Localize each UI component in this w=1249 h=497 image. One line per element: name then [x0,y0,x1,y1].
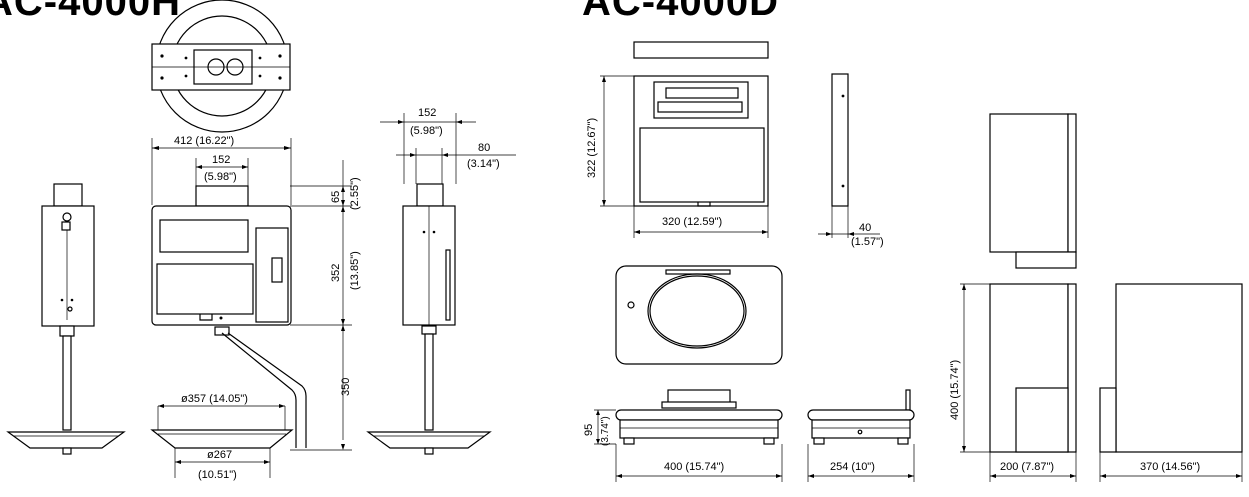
dim-h-head-height: 65 (2.55") 352 (13.85") 350 [290,160,361,451]
dim-label-400-tall: 400 (15.74") [949,360,961,420]
dim-label-320: 320 (12.59") [662,216,722,228]
h-right-side-view: 152 (5.98") 80 (3.14") [366,107,516,455]
h-front-view [151,185,307,448]
d-platform-top [615,265,783,365]
dim-label-95: 95 [583,424,595,436]
dim-label-357: ø357 (14.05") [181,393,248,405]
d-tall-side-upper [989,113,1077,269]
dim-label-65-in: (2.55") [349,177,361,210]
model-title-h: AC-4000H [0,0,181,24]
d-front-view: 322 (12.67") 320 (12.59") [586,75,769,238]
dim-label-65: 65 [330,191,342,203]
d-tall-side-lower: 400 (15.74") 200 (7.87") [949,283,1077,482]
dim-h-top-width: 412 (16.22") [151,135,292,205]
dim-label-80: 80 [478,142,490,154]
h-top-view [151,0,291,133]
d-side-view: 40 (1.57") [818,73,884,248]
dim-label-80-in: (3.14") [467,158,500,170]
dim-label-370: 370 (14.56") [1140,461,1200,473]
dim-label-350: 350 [340,378,352,396]
dim-h-display-width: 152 (5.98") [195,154,249,186]
dim-label-412: 412 (16.22") [174,135,234,147]
dim-label-267: ø267 [207,449,232,461]
dim-label-200: 200 (7.87") [1000,461,1054,473]
dim-label-352-in: (13.85") [349,251,361,290]
d-tall-front: 370 (14.56") [1099,283,1243,482]
d-top-bar [633,41,769,59]
d-platform-front: 95 (3.74") 400 (15.74") [583,389,783,482]
model-title-d: AC-4000D [582,0,779,24]
dim-label-side-152-in: (5.98") [410,125,443,137]
dim-label-40: 40 [859,222,871,234]
d-platform-side: 254 (10") [807,389,915,482]
h-tray: ø357 (14.05") ø267 (10.51") [150,393,294,481]
dim-label-side-152: 152 [418,107,436,119]
dim-label-40-in: (1.57") [851,236,884,248]
dim-label-152: 152 [212,154,230,166]
dim-label-254: 254 (10") [830,461,875,473]
dim-label-322: 322 (12.67") [586,118,598,178]
dim-label-267-in: (10.51") [198,469,237,481]
dim-label-400-platform: 400 (15.74") [664,461,724,473]
dim-label-95-in: (3.74") [600,416,611,446]
h-left-side-view [6,183,126,455]
dim-label-152-in: (5.98") [204,171,237,183]
dim-label-352: 352 [330,264,342,282]
